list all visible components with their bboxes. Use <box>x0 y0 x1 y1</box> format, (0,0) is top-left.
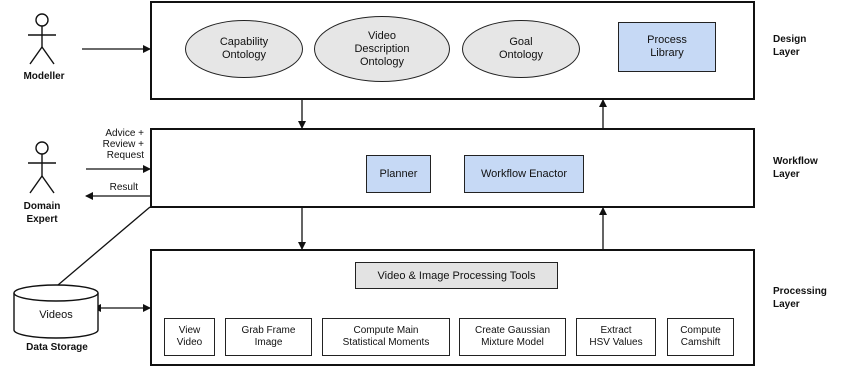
videos-label: Videos <box>39 309 73 321</box>
line-expert-storage <box>57 206 151 286</box>
processing-layer-label: Processing Layer <box>773 286 827 310</box>
planner[interactable]: Planner <box>366 155 431 193</box>
workflow-enactor[interactable]: Workflow Enactor <box>464 155 584 193</box>
database-cylinder <box>13 284 99 339</box>
workflow-layer-label: Workflow Layer <box>773 156 818 180</box>
tool-view-video[interactable]: View Video <box>164 318 215 356</box>
workflow-layer-box <box>150 128 755 208</box>
tool-grab-frame-image[interactable]: Grab Frame Image <box>225 318 312 356</box>
domain-expert-label: Domain Expert <box>23 201 61 225</box>
request-note: Advice + Review + Request <box>102 128 144 161</box>
modeller-figure <box>28 13 56 65</box>
tool-extract-hsv-values[interactable]: Extract HSV Values <box>576 318 656 356</box>
video-description-ontology[interactable]: Video Description Ontology <box>314 16 450 82</box>
process-library[interactable]: Process Library <box>618 22 716 72</box>
goal-ontology[interactable]: Goal Ontology <box>462 20 580 78</box>
design-layer-label: Design Layer <box>773 34 807 58</box>
modeller-label: Modeller <box>23 71 65 82</box>
tool-compute-camshift[interactable]: Compute Camshift <box>667 318 734 356</box>
video-image-processing-tools[interactable]: Video & Image Processing Tools <box>355 262 558 289</box>
data-storage-label: Data Storage <box>26 342 88 353</box>
tool-create-gaussian-mixture[interactable]: Create Gaussian Mixture Model <box>459 318 566 356</box>
result-note: Result <box>109 182 138 193</box>
tool-compute-statistical-moments[interactable]: Compute Main Statistical Moments <box>322 318 450 356</box>
capability-ontology[interactable]: Capability Ontology <box>185 20 303 78</box>
domain-expert-figure <box>28 141 56 194</box>
